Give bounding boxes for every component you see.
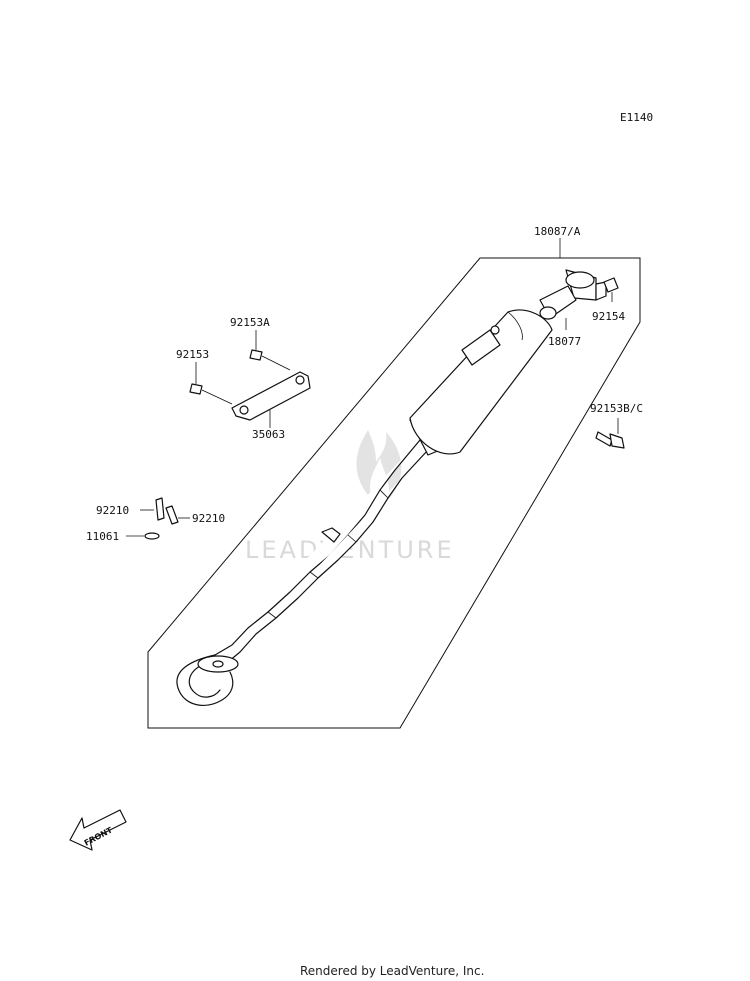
label-18077: 18077 [548,335,581,348]
label-92153bc: 92153B/C [590,402,643,415]
pipe-tab [321,527,341,543]
bolt-92153bc [595,418,625,449]
bracket-group [189,330,311,428]
label-35063: 35063 [252,428,285,441]
clip-right-shape [165,505,179,525]
label-92153: 92153 [176,348,209,361]
label-92154: 92154 [592,310,625,323]
front-arrow: FRONT [69,809,127,851]
diagram-code: E1140 [620,111,653,124]
header-loop-inner [188,664,221,698]
muffler-tip [539,269,607,320]
label-18087a: 18087/A [534,225,581,238]
exhaust-pipe-inner [227,449,429,663]
label-92210-right: 92210 [192,512,225,525]
footer-text: Rendered by LeadVenture, Inc. [300,964,484,978]
muffler-body [409,309,553,455]
bolt-shaft [595,431,613,447]
flame-logo-icon [356,430,402,500]
header-flange-hole [212,660,224,668]
bracket-hole-left [239,405,249,415]
bolt-92153-head [189,383,203,395]
screw-92154 [603,277,619,302]
bolt-92153a-shaft [261,355,291,371]
muffler-endcap-line [507,311,523,341]
tip-clamp [595,281,607,301]
tip-cap [565,271,595,289]
muffler-mount-hole [490,325,500,335]
screw-head [603,277,619,293]
pipe-joints [267,489,389,619]
exhaust-pipe-outer [214,439,421,656]
bracket-hole-right [295,375,305,385]
label-11061: 11061 [86,530,119,543]
front-arrow-icon [69,809,127,851]
tip-opening [539,306,557,320]
label-92210-left: 92210 [96,504,129,517]
bolt-92153a-head [249,349,263,361]
bracket-35063 [231,371,311,421]
muffler-mount [461,329,501,366]
assembly-outline [147,257,641,729]
bolt-head [609,433,625,449]
small-parts [126,497,190,540]
clip-left-shape [155,497,165,521]
muffler-assembly [176,309,553,706]
label-92153a: 92153A [230,316,270,329]
bolt-92153-shaft [201,389,233,405]
gasket-shape [144,532,160,540]
